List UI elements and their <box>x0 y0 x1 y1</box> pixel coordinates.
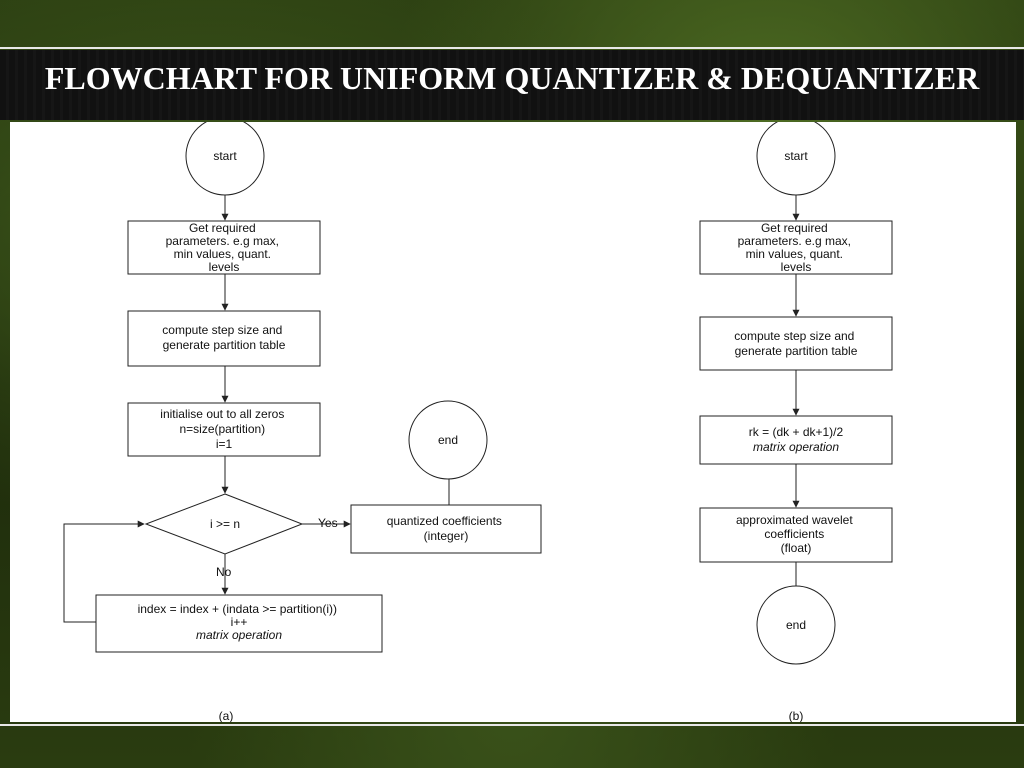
quantizer-flowchart: start Get required parameters. e.g max, … <box>63 122 542 722</box>
slide-title: FLOWCHART FOR UNIFORM QUANTIZER & DEQUAN… <box>44 60 980 96</box>
d-formula-note: matrix operation <box>753 440 839 454</box>
d-output-box <box>699 507 893 563</box>
bottom-rule <box>0 724 1024 726</box>
q-output-text: quantized coefficients (integer) <box>387 514 506 543</box>
figure-panel: start Get required parameters. e.g max, … <box>10 122 1016 722</box>
d-get-params-text: Get required parameters. e.g max, min va… <box>738 221 855 274</box>
d-caption: (b) <box>789 709 804 722</box>
q-init-box <box>127 402 321 457</box>
q-caption: (a) <box>219 709 234 722</box>
flowchart: start Get required parameters. e.g max, … <box>63 122 893 722</box>
q-get-params-text: Get required parameters. e.g max, min va… <box>166 221 283 274</box>
q-compute-text: compute step size and generate partition… <box>162 323 285 352</box>
d-formula-box <box>699 415 893 465</box>
q-index-text: index = index + (indata >= partition(i))… <box>138 602 341 629</box>
q-init-text: initialise out to all zeros n=size(parti… <box>160 407 287 451</box>
d-compute-box <box>699 316 893 371</box>
q-output-box <box>350 504 542 554</box>
d-get-params-box <box>699 220 893 275</box>
d-end-node <box>756 585 836 665</box>
q-index-box <box>95 594 383 653</box>
d-formula-text: rk = (dk + dk+1)/2 <box>749 425 844 439</box>
q-no-label: No <box>216 565 232 579</box>
q-get-params-box <box>127 220 321 275</box>
d-start-label: start <box>784 149 808 163</box>
q-end-node <box>408 400 488 480</box>
d-output-text: approximated wavelet coefficients (float… <box>736 513 856 555</box>
q-yes-label: Yes <box>318 516 338 530</box>
q-index-note: matrix operation <box>196 628 282 642</box>
dequantizer-flowchart: start Get required parameters. e.g max, … <box>699 122 893 722</box>
q-decision-label: i >= n <box>210 517 240 531</box>
d-end-label: end <box>786 618 806 632</box>
q-start-label: start <box>213 149 237 163</box>
q-loop-back-arrow <box>63 520 145 623</box>
title-band <box>0 50 1024 120</box>
q-compute-box <box>127 310 321 367</box>
q-end-label: end <box>438 433 458 447</box>
top-rule <box>0 47 1024 49</box>
d-compute-text: compute step size and generate partition… <box>734 329 857 358</box>
